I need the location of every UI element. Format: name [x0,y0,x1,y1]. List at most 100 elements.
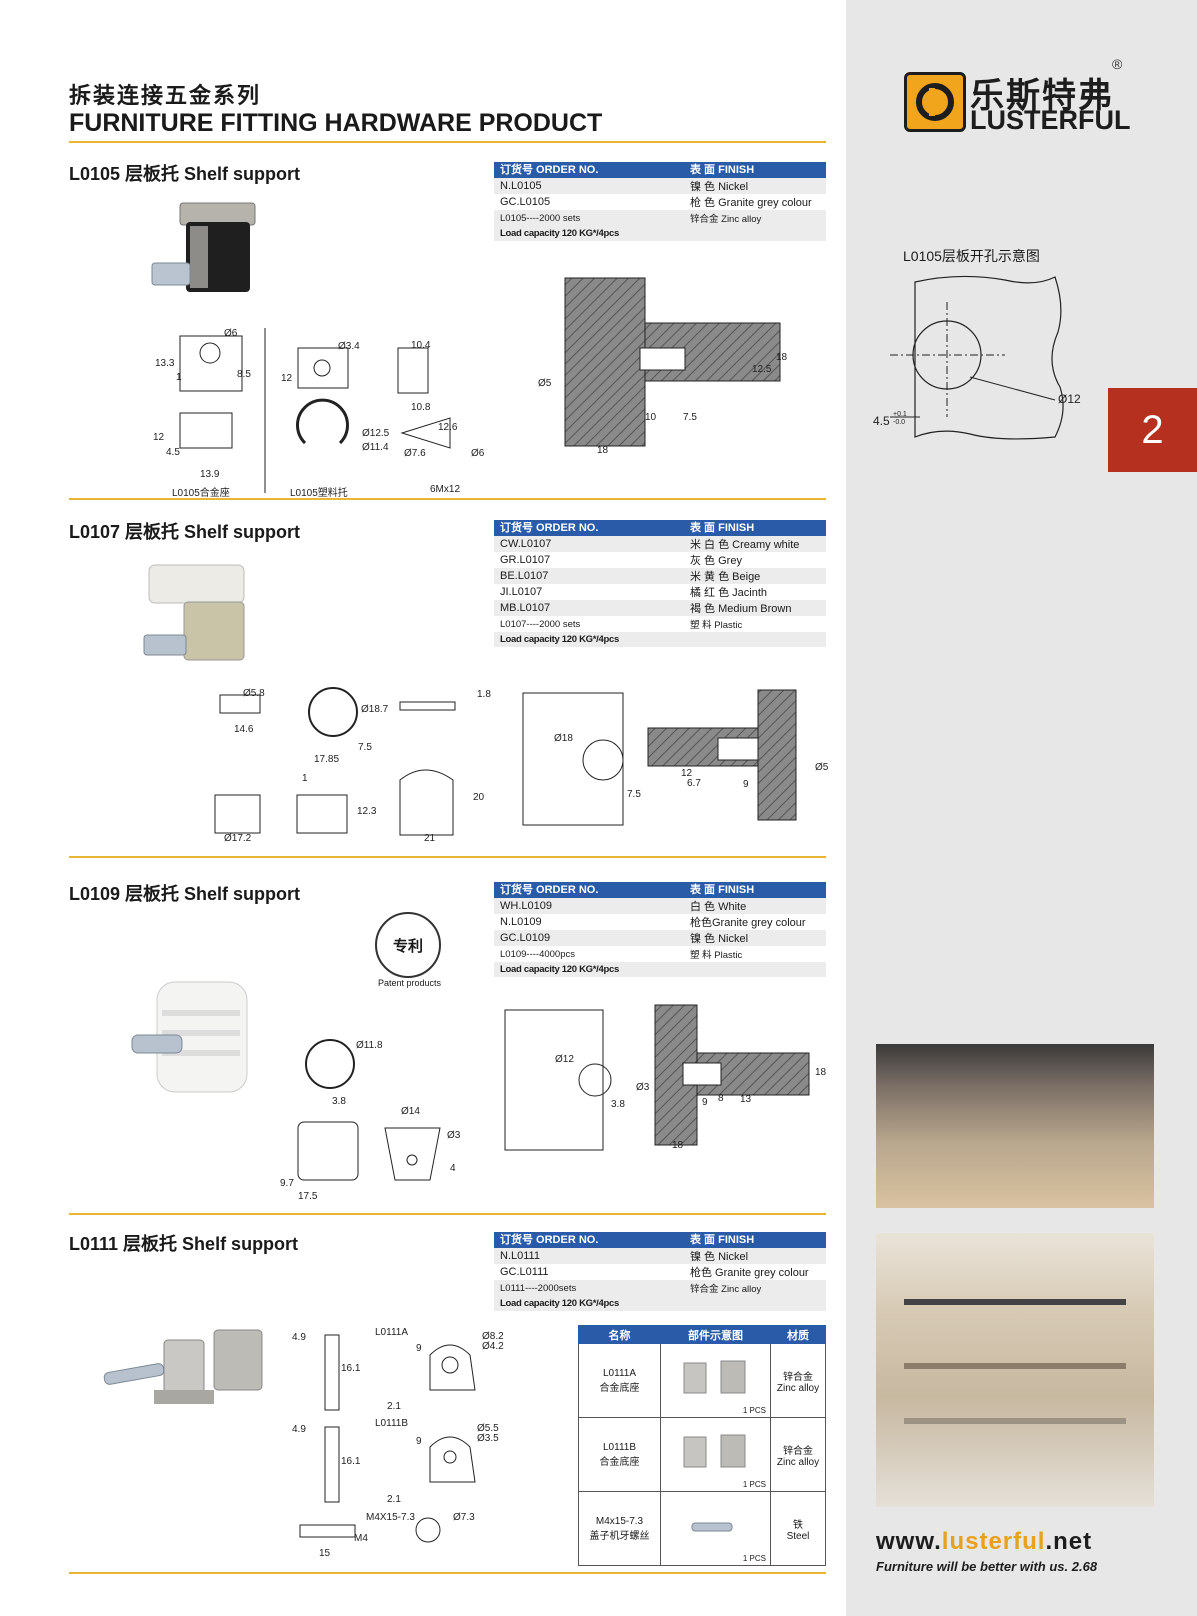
part-diagram: 1 PCS [660,1417,771,1492]
finish-cell: 灰 色 Grey [690,555,742,567]
patent-label: Patent products [378,978,442,988]
dim-label: Ø7.3 [453,1512,475,1523]
dim-label: 2.1 [387,1494,401,1505]
section-title-l0111: L0111 层板托 Shelf support [69,1234,299,1254]
order-cell: L0107----2000 sets [500,618,581,630]
url-accent: lusterful [941,1528,1046,1555]
order-cell: L0109----4000pcs [500,948,575,960]
dim-label: 18 [815,1067,827,1078]
drawing-l0111 [299,1334,476,1543]
dim-label: 16.1 [341,1456,361,1467]
dim-label: 4 [450,1163,456,1174]
dim-label: 17.5 [298,1191,318,1202]
product-image-l0107 [143,564,245,661]
dim-label: 12 [281,373,293,384]
dim-label: 12 [153,432,165,443]
dim-label: 3.8 [332,1096,346,1107]
order-header: 订货号 ORDER NO. [500,884,599,896]
part-name: L0111A 合金底座 [578,1343,661,1418]
hole-diagram-title: L0105层板开孔示意图 [903,248,1040,264]
section-title-l0107: L0107 层板托 Shelf support [69,522,301,542]
part-qty: 1 PCS [742,1406,766,1415]
slogan: Furniture will be better with us. 2.68 [876,1559,1097,1574]
dim-label: 6.7 [687,778,701,789]
part-diagram: 1 PCS [660,1491,771,1566]
dim-label: 20 [473,792,485,803]
dim-label: Ø5 [538,378,552,389]
dim-label: Ø3 [636,1082,650,1093]
order-cell: GC.L0111 [500,1266,549,1278]
finish-header: 表 面 FINISH [690,884,755,896]
order-cell: L0105----2000 sets [500,212,581,224]
finish-cell: 枪色Granite grey colour [690,917,806,929]
install-drawing-l0107 [522,689,797,826]
dim-label: 17.85 [314,754,340,765]
order-cell: L0111----2000sets [500,1282,577,1294]
caption: L0105塑料托 [290,488,348,499]
parts-header-diagram: 部件示意图 [660,1325,771,1344]
load-capacity: Load capacity 120 KG*/4pcs [494,226,826,241]
order-cell: BE.L0107 [500,570,549,582]
page-title-en: FURNITURE FITTING HARDWARE PRODUCT [69,109,603,137]
install-drawing-l0109 [504,1004,810,1151]
order-cell: GC.L0109 [500,932,551,944]
dim-label: 21 [424,833,436,844]
finish-cell: 枪 色 Granite grey colour [690,197,812,209]
dim-label: M4X15-7.3 [366,1512,415,1523]
dim-label: 4.5 [166,447,180,458]
dim-label: Ø14 [401,1106,420,1117]
dim-label: 12.3 [357,806,377,817]
order-cell: MB.L0107 [500,602,551,614]
dim-label: 9 [416,1343,422,1354]
finish-cell: 米 黄 色 Beige [690,571,761,583]
product-image-l0105 [151,202,256,292]
dim-label: 10.8 [411,402,431,413]
dim-label: 12 [681,768,693,779]
dim-label: Ø5 [815,762,829,773]
divider [69,141,826,143]
order-cell: CW.L0107 [500,538,552,550]
section-title-l0105: L0105 层板托 Shelf support [69,164,301,184]
shelf-photo [876,1044,1154,1208]
dim-label: 14.6 [234,724,254,735]
dim-label: 16.1 [341,1363,361,1374]
brand-logo-icon [904,72,966,132]
table-row: L0111B 合金底座 1 PCS 锌合金 Zinc alloy [578,1417,826,1492]
load-capacity: Load capacity 120 KG*/4pcs [494,632,826,647]
website-url[interactable]: www.lusterful.net [876,1528,1092,1556]
dim-label: 1.8 [477,689,491,700]
finish-header: 表 面 FINISH [690,522,755,534]
dim-label: Ø7.6 [404,448,426,459]
dim-label: Ø18 [554,733,573,744]
dim-label: 9 [416,1436,422,1447]
dim-label: 10.4 [411,340,431,351]
finish-cell: 白 色 White [690,901,747,913]
divider [69,1572,826,1574]
dim-label: 18 [776,352,788,363]
dim-label: 12.6 [438,422,458,433]
order-cell: N.L0105 [500,180,542,192]
finish-cell: 枪色 Granite grey colour [690,1267,809,1279]
part-qty: 1 PCS [742,1480,766,1489]
dim-label: L0111B [375,1418,408,1429]
dim-label: 9.7 [280,1178,294,1189]
part-name: M4x15-7.3 盖子机牙螺丝 [578,1491,661,1566]
table-row: L0111A 合金底座 1 PCS 锌合金 Zinc alloy [578,1343,826,1418]
part-diagram: 1 PCS [660,1343,771,1418]
parts-table: 名称 部件示意图 材质 L0111A 合金底座 1 PCS 锌合金 Zinc a… [578,1325,826,1566]
dim-label: Ø12 [555,1054,574,1065]
dim-label: Ø3.5 [477,1433,499,1444]
dim-label: 1 [302,773,308,784]
dim-label: Ø11.8 [356,1040,383,1051]
dim-label: 18 [597,445,609,456]
order-cell: GC.L0105 [500,196,551,208]
dim-label: M4 [354,1533,368,1544]
hole-offset-label: 4.5 [873,414,890,428]
dim-label: 3.8 [611,1099,625,1110]
dim-label: Ø6 [471,448,485,459]
dim-label: 15 [319,1548,331,1559]
finish-cell: 褐 色 Medium Brown [690,603,792,615]
